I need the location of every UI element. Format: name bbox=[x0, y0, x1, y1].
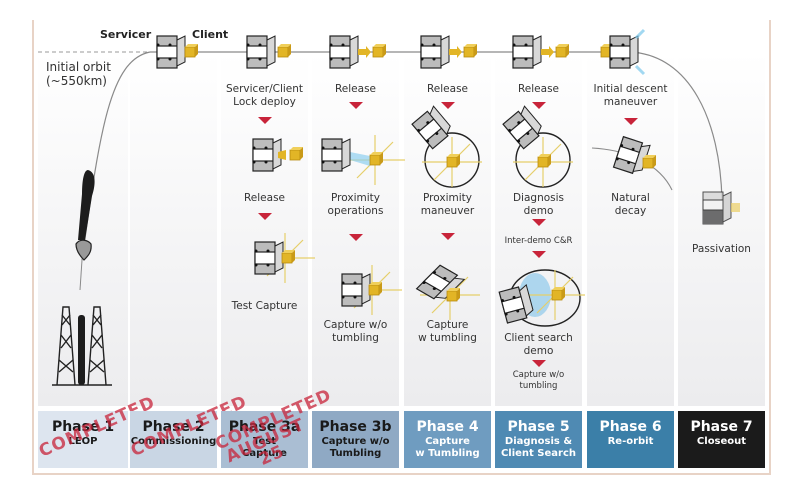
proximity-operations-sat bbox=[320, 134, 406, 186]
phase-subtitle: Capture w/o bbox=[321, 436, 390, 447]
phase-subtitle-line2: Client Search bbox=[500, 448, 577, 459]
step-arrow bbox=[532, 360, 546, 367]
diagram-frame bbox=[32, 20, 771, 475]
phase-subtitle: Closeout bbox=[696, 436, 747, 447]
step-arrow bbox=[258, 117, 272, 124]
step-arrow bbox=[349, 234, 363, 241]
phase-subtitle-line2: Tumbling bbox=[329, 448, 382, 459]
step-test-capture: Test Capture bbox=[231, 300, 298, 312]
launch-pad-icon bbox=[52, 306, 112, 386]
servicer-client-top-phase3b bbox=[328, 35, 387, 69]
phase-subtitle: Capture bbox=[425, 436, 470, 447]
phase-subtitle: Diagnosis & bbox=[504, 436, 573, 447]
diagnosis-demo-sat bbox=[502, 105, 574, 188]
phase-title: Phase 6 bbox=[599, 419, 662, 435]
servicer-lock-deploy-sat bbox=[251, 138, 304, 172]
step-arrow bbox=[532, 102, 546, 109]
step-passivation: Passivation bbox=[692, 243, 751, 255]
phase-subtitle: Commissioning bbox=[130, 436, 217, 447]
phase-title: Phase 7 bbox=[690, 419, 753, 435]
step-release: Release bbox=[517, 83, 560, 95]
step-release: Release bbox=[426, 83, 469, 95]
passivation-sat bbox=[702, 191, 740, 225]
capture-wo-tumbling-sat bbox=[340, 264, 403, 316]
phase-title: Phase 4 bbox=[416, 419, 479, 435]
client-search-demo-sat bbox=[498, 269, 586, 327]
initial-orbit-label-line2: (~550km) bbox=[46, 74, 107, 88]
phase-subtitle: LEOP bbox=[68, 436, 98, 447]
servicer-client-top-phase5 bbox=[511, 35, 570, 69]
phase-title: Phase 1 bbox=[51, 419, 115, 435]
step-arrow bbox=[258, 213, 272, 220]
step-arrow bbox=[532, 251, 546, 258]
phase-title: Phase 2 bbox=[142, 419, 205, 435]
step-release: Release bbox=[243, 192, 286, 204]
column-phase-4 bbox=[404, 52, 491, 406]
servicer-client-top-phase3a bbox=[245, 35, 292, 69]
step-arrow bbox=[441, 233, 455, 240]
phase-subtitle-line2: Capture bbox=[242, 448, 287, 459]
servicer-label: Servicer bbox=[100, 28, 152, 41]
column-phase-7 bbox=[678, 52, 765, 406]
step-arrow bbox=[532, 219, 546, 226]
initial-orbit-label: Initial orbit (~550km) bbox=[46, 60, 111, 88]
column-phase-6 bbox=[587, 52, 674, 406]
step-arrow bbox=[349, 102, 363, 109]
client-label: Client bbox=[192, 28, 229, 41]
servicer-top-phase6 bbox=[600, 28, 646, 76]
column-phase-3b bbox=[312, 52, 399, 406]
step-arrow bbox=[624, 118, 638, 125]
proximity-maneuver-sat bbox=[411, 105, 483, 188]
column-phase-3a bbox=[221, 52, 308, 406]
natural-decay-sat bbox=[612, 135, 657, 177]
servicer-client-top-phase4 bbox=[419, 35, 478, 69]
phase-title: Phase 3b bbox=[319, 419, 392, 435]
descent-trajectory bbox=[629, 51, 723, 201]
phase-subtitle: Re-orbit bbox=[607, 436, 654, 447]
capture-w-tumbling-sat bbox=[415, 264, 481, 321]
test-capture-sat bbox=[253, 232, 316, 284]
phase-subtitle-line2: w Tumbling bbox=[415, 448, 480, 459]
phase-title: Phase 3a bbox=[228, 419, 301, 435]
phase-subtitle: Test bbox=[252, 436, 276, 447]
column-phase-5 bbox=[495, 52, 582, 406]
step-inter-demo-cr: Inter-demo C&R bbox=[504, 236, 573, 246]
step-release: Release bbox=[334, 83, 377, 95]
step-arrow bbox=[441, 102, 455, 109]
rocket-icon bbox=[75, 170, 95, 261]
phase-title: Phase 5 bbox=[507, 419, 570, 435]
column-phase-2 bbox=[130, 52, 217, 406]
initial-orbit-label-line1: Initial orbit bbox=[46, 60, 111, 74]
